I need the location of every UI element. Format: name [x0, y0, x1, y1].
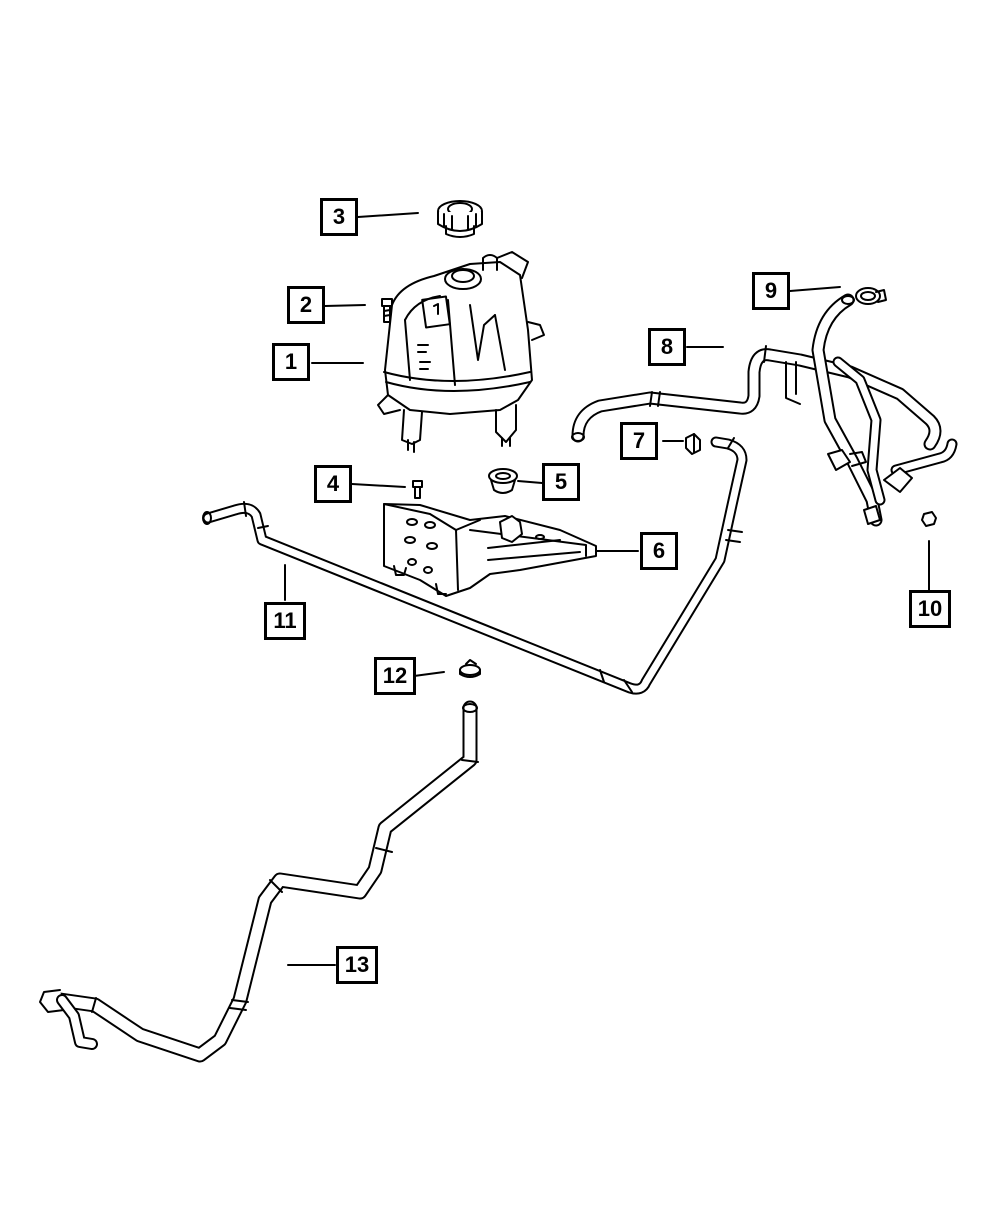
right-hose-assembly-part — [811, 287, 958, 527]
upper-hose-part — [571, 345, 942, 451]
callout-3: 3 — [320, 198, 358, 236]
callout-1: 1 — [272, 343, 310, 381]
hose-clip-part — [685, 433, 701, 455]
callout-12: 12 — [374, 657, 416, 695]
callout-4: 4 — [314, 465, 352, 503]
callout-7: 7 — [620, 422, 658, 460]
callout-5: 5 — [542, 463, 580, 501]
hose-clamp-part — [459, 659, 481, 678]
long-hose-part — [202, 436, 748, 695]
grommet-part — [488, 468, 518, 494]
leader-lines — [284, 212, 930, 966]
callout-6: 6 — [640, 532, 678, 570]
callout-10: 10 — [909, 590, 951, 628]
callout-8: 8 — [648, 328, 686, 366]
small-bolt-part — [412, 480, 423, 499]
callout-2: 2 — [287, 286, 325, 324]
lower-hose-part — [39, 700, 479, 1063]
callout-13: 13 — [336, 946, 378, 984]
coolant-reservoir-part — [377, 251, 545, 453]
callout-11: 11 — [264, 602, 306, 640]
mounting-bracket-part — [383, 503, 597, 597]
callout-9: 9 — [752, 272, 790, 310]
small-fitting-part — [921, 511, 937, 527]
reservoir-cap-part — [437, 200, 483, 238]
